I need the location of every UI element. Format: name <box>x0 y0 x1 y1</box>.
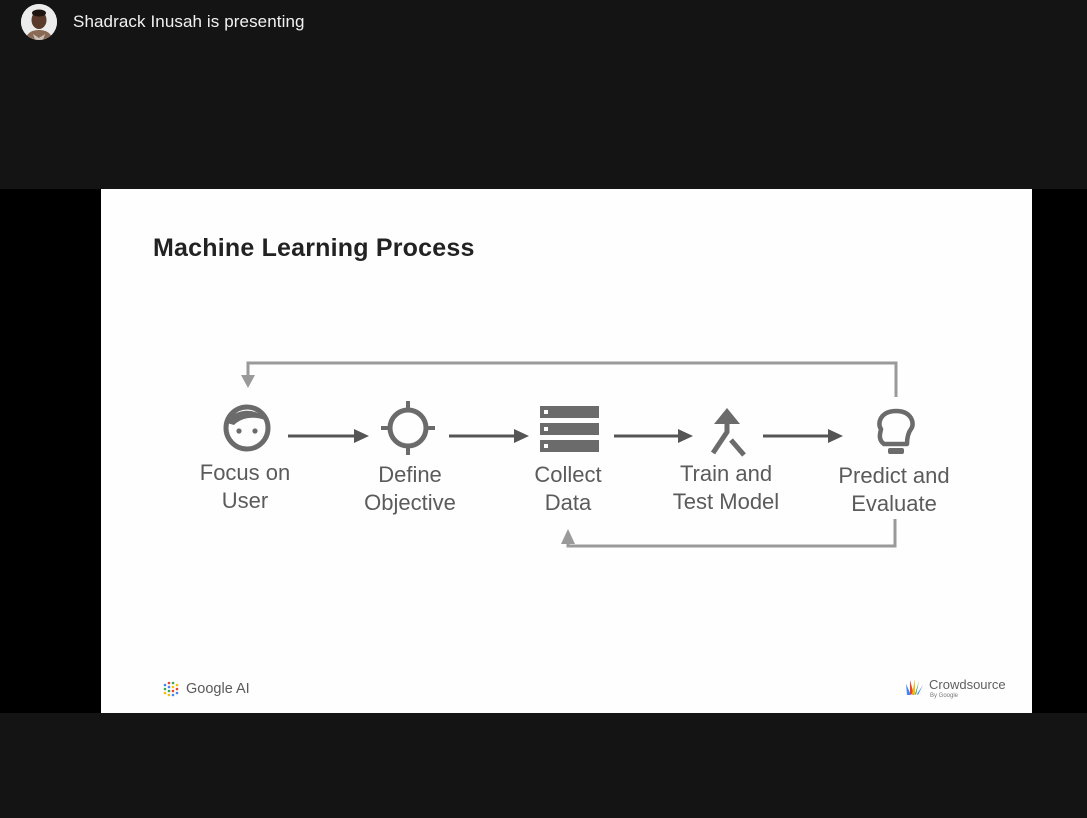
slide-title: Machine Learning Process <box>153 234 475 262</box>
lightbulb-icon <box>877 408 915 454</box>
crosshair-icon <box>381 401 435 455</box>
forward-arrow-1 <box>288 429 369 443</box>
storage-icon <box>540 406 599 452</box>
crowdsource-name: Crowdsource <box>929 677 1006 692</box>
presenter-avatar[interactable] <box>21 4 57 40</box>
face-icon <box>223 404 271 452</box>
crowdsource-logo: Crowdsource By Google <box>903 676 1006 701</box>
google-ai-logo: Google AI <box>163 679 250 699</box>
forward-arrow-3 <box>614 429 693 443</box>
presenter-status-text: Shadrack Inusah is presenting <box>73 12 305 31</box>
google-ai-text: Google AI <box>186 681 250 697</box>
google-ai-dots-icon <box>163 681 179 697</box>
loop-arrow-bottom <box>561 519 897 548</box>
step-label-define-objective: Define Objective <box>364 462 456 515</box>
forward-arrow-4 <box>763 429 843 443</box>
presented-slide: Machine Learning Process <box>101 189 1032 713</box>
crowdsource-hands-icon <box>906 679 923 695</box>
process-diagram <box>223 361 915 548</box>
forward-arrow-2 <box>449 429 529 443</box>
crowdsource-subtitle: By Google <box>930 693 959 699</box>
step-label-predict-evaluate: Predict and Evaluate <box>838 463 950 516</box>
loop-arrow-top <box>241 361 898 397</box>
merge-icon <box>710 408 746 457</box>
step-label-collect-data: Collect Data <box>534 462 602 515</box>
step-label-focus-on-user: Focus on User <box>199 460 291 513</box>
step-label-train-test-model: Train and Test Model <box>672 461 780 514</box>
presenter-bar: Shadrack Inusah is presenting <box>0 0 1087 46</box>
